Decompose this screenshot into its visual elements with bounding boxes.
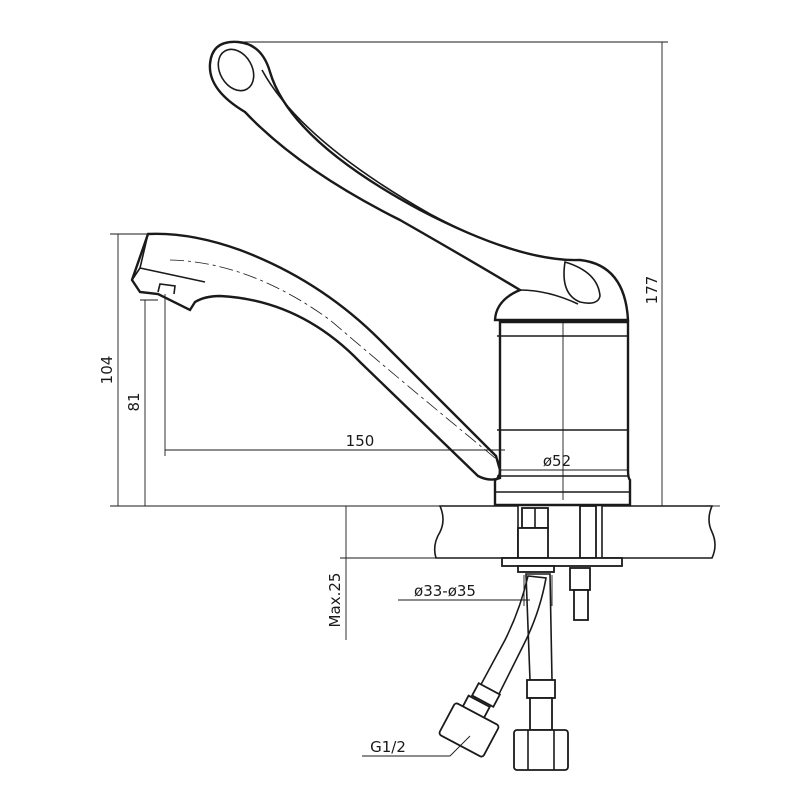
spout-height-label: 104 <box>98 356 116 385</box>
supply-hoses <box>438 573 569 771</box>
connection-thread-label: G1/2 <box>370 738 406 756</box>
countertop-section <box>433 505 716 559</box>
dimension-lines <box>110 41 720 757</box>
outlet-height-label: 81 <box>125 392 143 411</box>
spout-reach-label: 150 <box>346 432 375 450</box>
spout <box>130 232 502 481</box>
body-diameter-label: ø52 <box>543 452 571 470</box>
max-thickness-label: Max.25 <box>326 573 344 628</box>
faucet-body <box>493 320 632 507</box>
mounting-hardware <box>501 505 623 621</box>
lever-handle <box>208 40 630 322</box>
total-height-label: 177 <box>643 276 661 305</box>
hole-diameter-label: ø33-ø35 <box>414 582 476 600</box>
